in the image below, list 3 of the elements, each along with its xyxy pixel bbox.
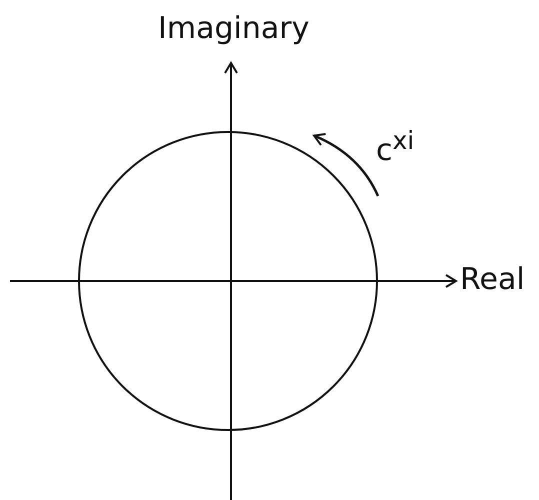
rotation-label: c$^{xi}$	[376, 128, 414, 166]
axis-label: Real	[460, 265, 525, 295]
axis-label: Imaginary	[158, 14, 310, 44]
